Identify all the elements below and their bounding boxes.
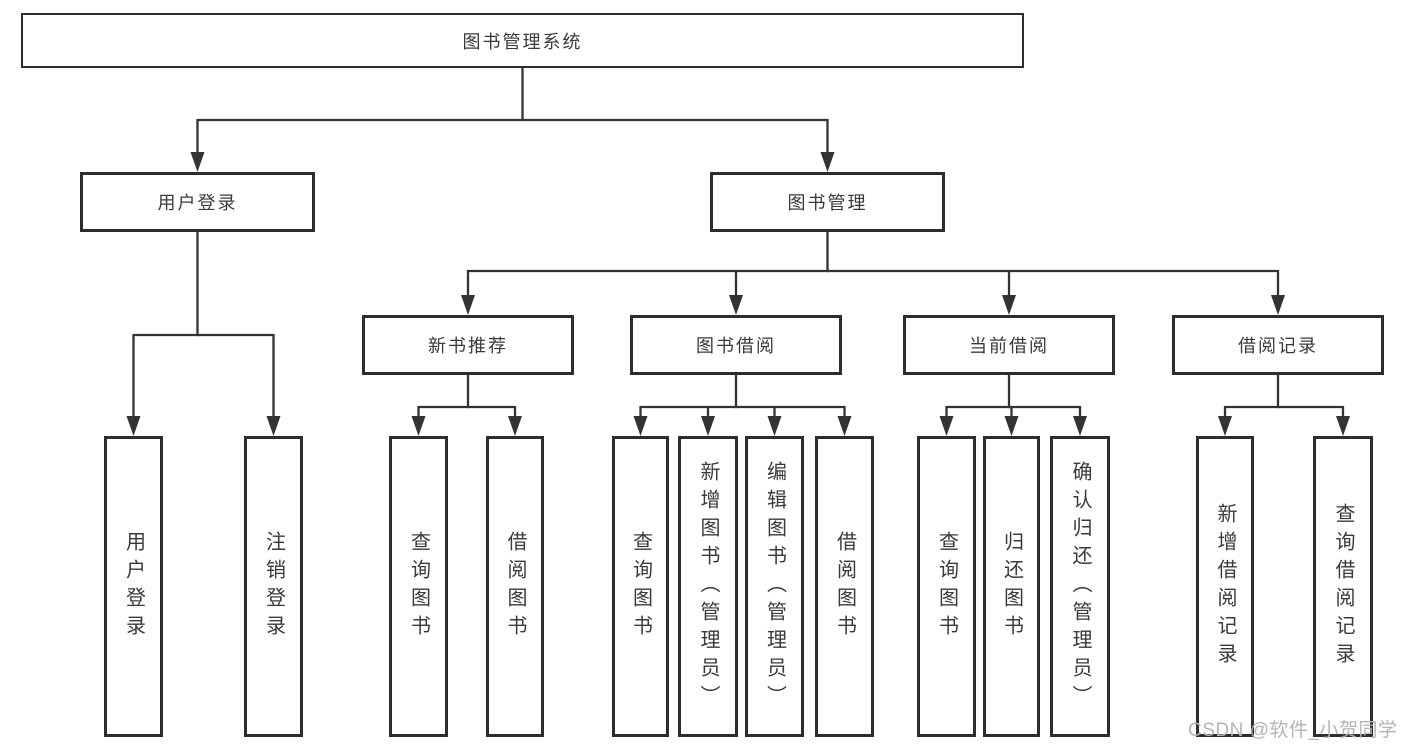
leaf-label: 新增图书（管理员） — [697, 460, 719, 713]
leaf-borrow-books-recommend: 借阅图书 — [486, 436, 544, 737]
leaf-label: 查询借阅记录 — [1332, 502, 1354, 671]
leaf-label: 查询图书 — [629, 530, 652, 643]
node-borrow-records: 借阅记录 — [1172, 315, 1384, 375]
node-label: 当前借阅 — [969, 336, 1049, 356]
leaf-confirm-return-admin: 确认归还（管理员） — [1050, 436, 1110, 737]
leaf-label: 确认归还（管理员） — [1069, 460, 1091, 713]
leaf-label: 新增借阅记录 — [1214, 502, 1236, 671]
leaf-label: 编辑图书（管理员） — [763, 460, 786, 713]
node-label: 新书推荐 — [428, 336, 508, 356]
leaf-user-login: 用户登录 — [104, 436, 163, 737]
node-user-login: 用户登录 — [80, 172, 315, 232]
node-book-borrow: 图书借阅 — [630, 315, 842, 375]
node-new-book-recommend: 新书推荐 — [362, 315, 574, 375]
leaf-edit-books-admin: 编辑图书（管理员） — [745, 436, 804, 737]
leaf-logout: 注销登录 — [244, 436, 303, 737]
leaf-add-borrow-record: 新增借阅记录 — [1196, 436, 1254, 737]
leaf-query-books-current: 查询图书 — [917, 436, 976, 737]
leaf-label: 查询图书 — [407, 530, 430, 643]
node-label: 图书管理 — [787, 193, 868, 213]
leaf-query-books-borrow: 查询图书 — [612, 436, 669, 737]
leaf-query-books-recommend: 查询图书 — [389, 436, 448, 737]
node-label: 用户登录 — [157, 193, 238, 213]
leaf-return-books: 归还图书 — [983, 436, 1040, 737]
connector-arrowheads — [126, 152, 1350, 436]
node-book-management: 图书管理 — [710, 172, 945, 232]
leaf-label: 借阅图书 — [504, 530, 526, 643]
node-label: 图书管理系统 — [462, 31, 583, 52]
node-current-borrow: 当前借阅 — [903, 315, 1115, 375]
leaf-label: 用户登录 — [122, 530, 145, 643]
csdn-watermark: CSDN @软件_小贺同学 — [1188, 720, 1398, 741]
leaf-label: 查询图书 — [935, 530, 958, 643]
node-label: 图书借阅 — [696, 336, 776, 356]
leaf-borrow-books: 借阅图书 — [815, 436, 874, 737]
leaf-label: 借阅图书 — [833, 530, 856, 643]
node-label: 借阅记录 — [1238, 336, 1318, 356]
leaf-label: 归还图书 — [1000, 530, 1023, 643]
connector-stems — [132, 68, 1345, 418]
leaf-add-books-admin: 新增图书（管理员） — [678, 436, 738, 737]
leaf-label: 注销登录 — [262, 530, 285, 643]
leaf-query-borrow-record: 查询借阅记录 — [1313, 436, 1373, 737]
node-library-management-system: 图书管理系统 — [21, 13, 1024, 68]
